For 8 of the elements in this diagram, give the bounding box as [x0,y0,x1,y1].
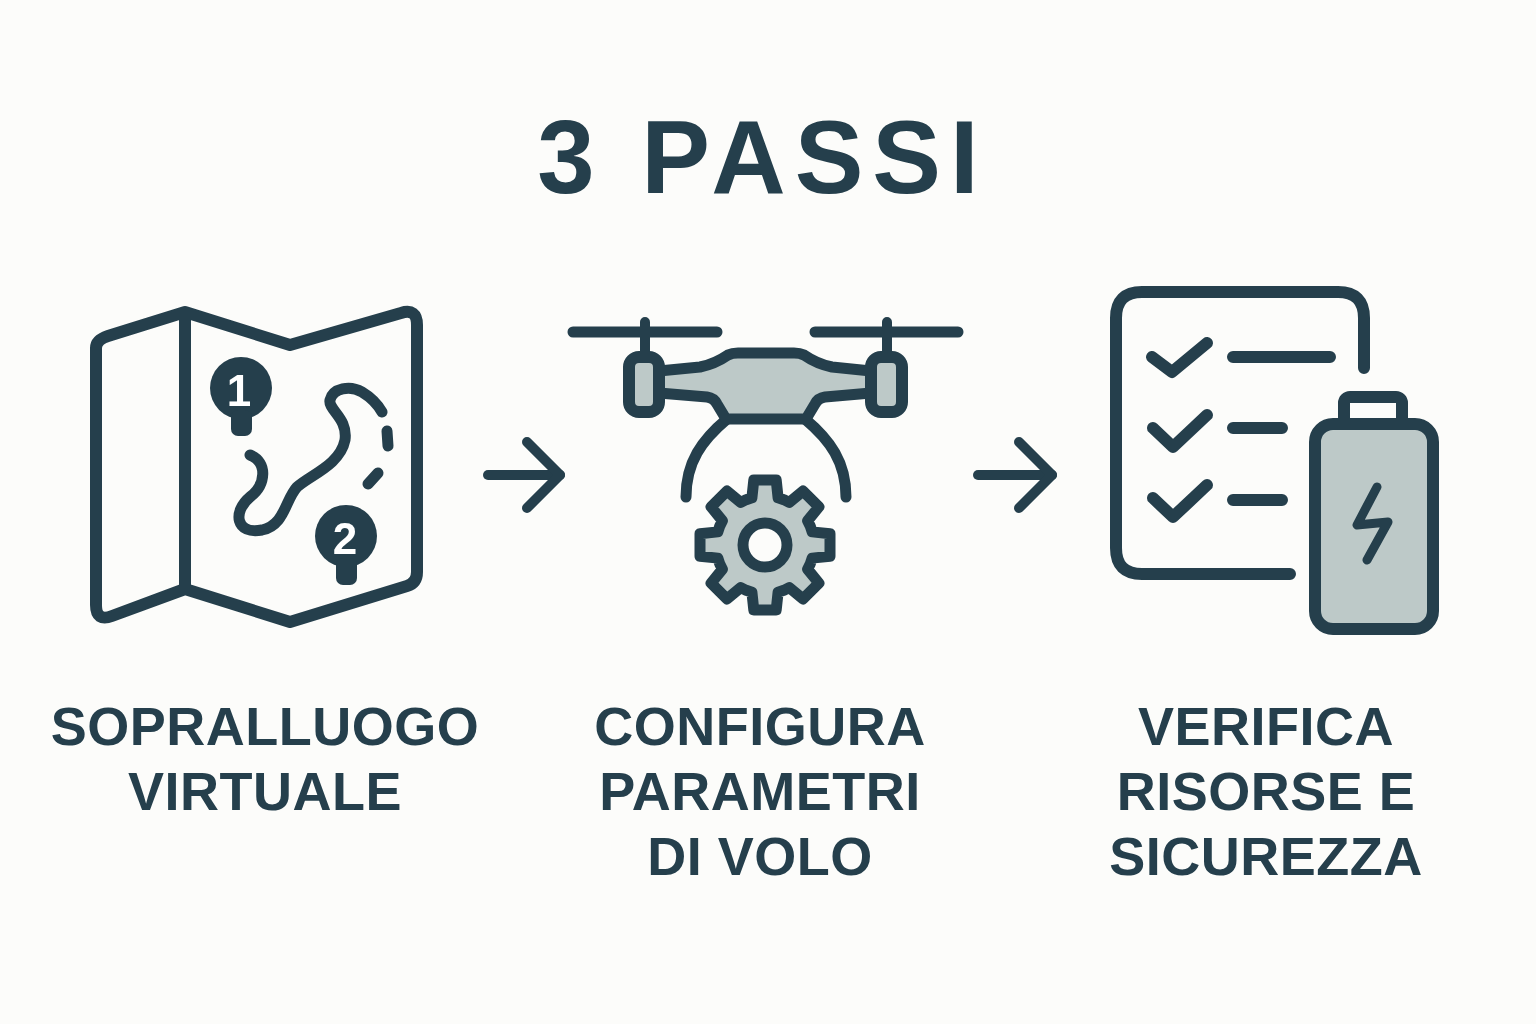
step-label: VERIFICA RISORSE E SICUREZZA [1108,695,1424,888]
pin-number: 1 [226,369,252,413]
pin-number: 2 [332,517,358,561]
arrow [973,437,1057,513]
arrow [483,437,565,513]
step-label: CONFIGURA PARAMETRI DI VOLO [593,695,927,888]
step-label: SOPRALLUOGO VIRTUALE [50,695,480,823]
title: 3 PASSI [536,106,988,209]
